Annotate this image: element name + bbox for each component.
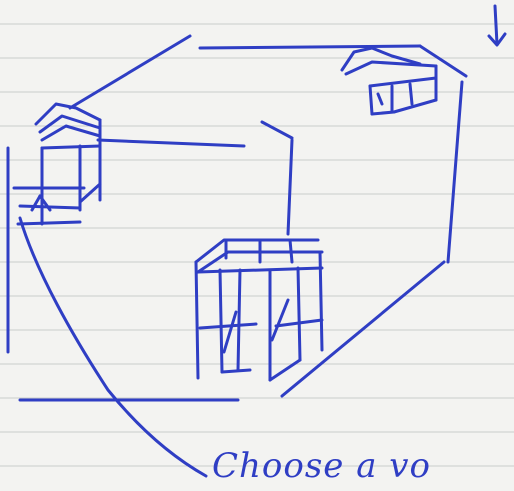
small-box-top-left — [14, 104, 100, 224]
down-arrow-icon — [489, 6, 505, 45]
tall-box-bottom — [196, 240, 322, 380]
handwritten-caption: Choose a vo — [212, 446, 431, 486]
pointer-curve — [20, 218, 206, 476]
small-box-top-right — [342, 48, 436, 114]
